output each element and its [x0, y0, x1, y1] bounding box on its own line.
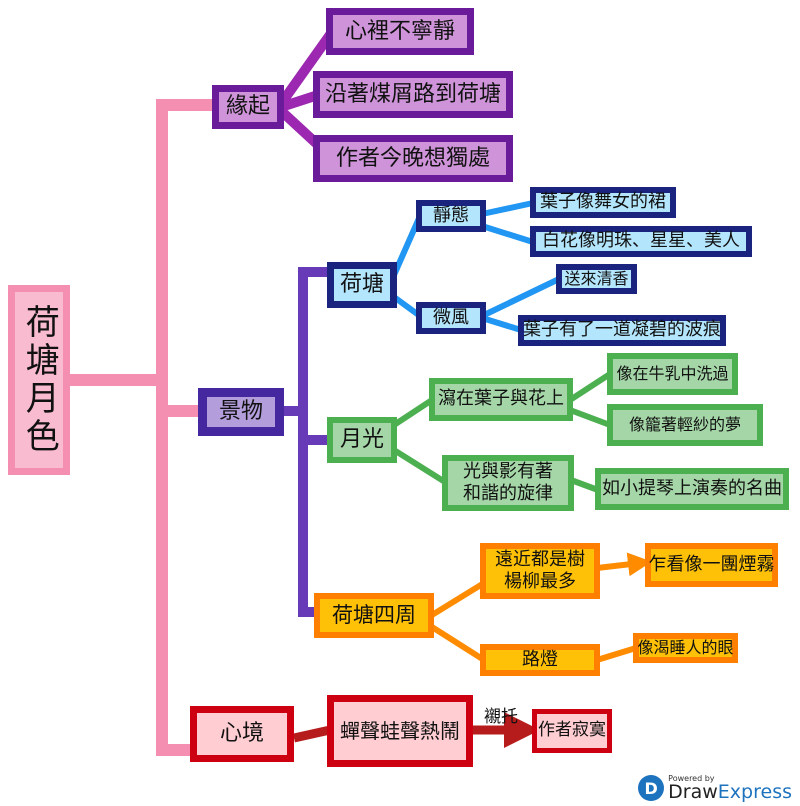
node-lu-child-1[interactable]: 像渴睡人的眼	[633, 633, 738, 663]
relation-label: 襯托	[484, 707, 518, 727]
node-jimo[interactable]: 作者寂寞	[532, 709, 612, 753]
node-guang-child-1[interactable]: 如小提琴上演奏的名曲	[595, 468, 789, 510]
node-guang-line-1: 光與影有著	[463, 460, 553, 482]
node-shu-line-2: 楊柳最多	[504, 571, 576, 592]
node-lu[interactable]: 路燈	[480, 644, 600, 676]
drawexpress-logo-icon: D	[638, 775, 665, 801]
node-guang[interactable]: 光與影有著 和諧的旋律	[442, 455, 574, 511]
node-xie-child-1[interactable]: 像在牛乳中洗過	[607, 353, 738, 395]
node-chansheng[interactable]: 蟬聲蛙聲熱鬧	[327, 695, 473, 767]
node-guang-line-2: 和諧的旋律	[463, 483, 553, 504]
node-weifeng-child-2[interactable]: 葉子有了一道凝碧的波痕	[518, 315, 726, 346]
node-yuanqi-child-2[interactable]: 沿著煤屑路到荷塘	[313, 71, 513, 118]
node-shu[interactable]: 遠近都是樹 楊柳最多	[480, 543, 600, 599]
node-weifeng-child-1[interactable]: 送來清香	[556, 264, 637, 294]
node-shu-line-1: 遠近都是樹	[495, 548, 585, 570]
node-jingtai-child-1[interactable]: 葉子像舞女的裙	[530, 187, 676, 218]
powered-by-text: Powered by	[668, 774, 715, 783]
node-yueguang[interactable]: 月光	[327, 417, 397, 463]
root-connectors	[70, 99, 212, 756]
node-jingwu[interactable]: 景物	[198, 388, 284, 436]
logo-express: Express	[717, 781, 792, 803]
node-hetang[interactable]: 荷塘	[327, 262, 397, 308]
root-node[interactable]: 荷塘月色	[8, 285, 70, 475]
node-shu-child-1[interactable]: 乍看像一團煙霧	[645, 543, 778, 587]
node-xie-child-2[interactable]: 像籠著輕紗的夢	[607, 404, 763, 446]
node-sizhou[interactable]: 荷塘四周	[314, 593, 434, 638]
node-yuanqi[interactable]: 緣起	[212, 85, 284, 129]
node-xinjing[interactable]: 心境	[190, 706, 294, 762]
node-yuanqi-child-1[interactable]: 心裡不寧靜	[326, 8, 474, 55]
drawexpress-logo: D Powered by DrawExpress	[638, 774, 792, 802]
node-yuanqi-child-3[interactable]: 作者今晚想獨處	[313, 135, 513, 182]
node-weifeng[interactable]: 微風	[416, 302, 486, 334]
node-jingtai[interactable]: 靜態	[416, 200, 486, 232]
node-jingtai-child-2[interactable]: 白花像明珠、星星、美人	[530, 226, 752, 257]
logo-draw: Draw	[668, 781, 718, 803]
node-xie[interactable]: 瀉在葉子與花上	[429, 378, 573, 421]
